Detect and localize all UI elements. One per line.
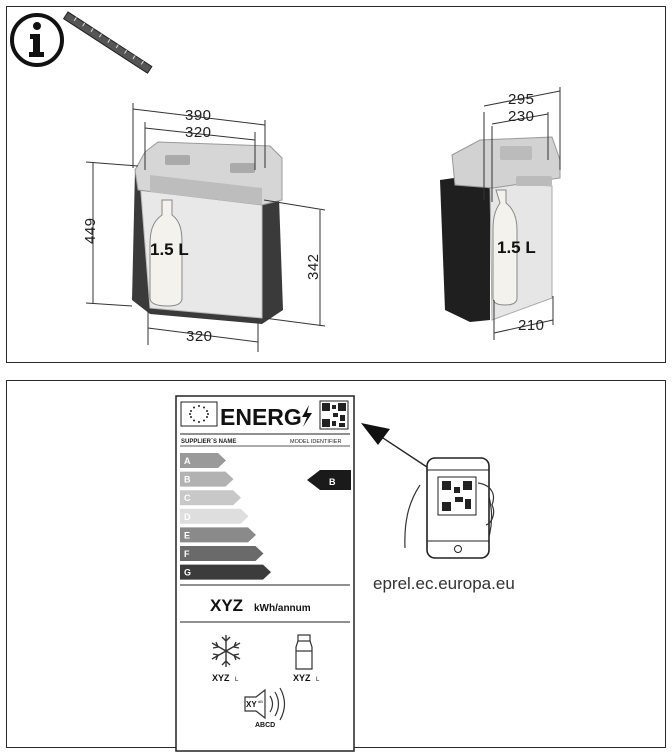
info-icon [10,13,64,67]
front-dimension-lines [85,103,326,352]
side-dimension-lines [483,87,561,340]
energy-class-arrow-c [180,490,241,506]
noise-value: XY [246,700,257,709]
arrow-icon [361,423,437,474]
side-depth-inner-value: 230 [508,108,535,125]
cooler-front-view [132,141,283,324]
front-height-value: 449 [82,217,99,244]
ruler-icon [62,11,153,74]
energy-class-letter-f: F [184,549,190,559]
energy-brand-text: ENERG [220,404,302,430]
energy-class-arrow-e [180,527,256,543]
qr-code-icon [319,400,349,430]
energy-class-arrow-a [180,453,226,468]
front-width-bottom-value: 320 [186,328,213,345]
model-identifier-label: MODEL IDENTIFIER [290,439,341,445]
smartphone-icon [404,457,495,559]
energy-class-letter-d: D [184,512,191,522]
bottle-volume-label-front: 1.5 L [150,240,189,259]
energy-class-arrow-b [180,471,234,487]
cooler-side-view [440,136,561,322]
side-depth-top-value: 295 [508,91,535,108]
fresh-volume-unit: L [316,677,320,683]
snowflake-icon [211,635,241,667]
energy-class-letter-e: E [184,530,190,540]
bottle-icon [295,634,313,670]
current-class-marker [307,470,351,490]
eu-flag-icon [180,401,218,427]
current-class-letter: B [329,477,336,487]
lightning-icon [302,405,312,427]
energy-value: XYZ [210,596,243,615]
speaker-icon [244,687,286,721]
front-inner-height-value: 342 [305,253,322,280]
supplier-name-label: SUPPLIER`S NAME [181,439,236,445]
energy-class-letter-a: A [184,456,191,466]
energy-class-arrow-g [180,564,271,580]
fresh-volume-value: XYZ [293,673,311,683]
dimensions-panel [6,6,666,363]
bottle-volume-label-side: 1.5 L [497,238,536,257]
noise-class-scale: ABCD [255,722,275,729]
energy-class-letter-g: G [184,568,191,578]
energy-class-letter-b: B [184,475,191,485]
front-width-inner-value: 320 [185,124,212,141]
noise-unit: dB [258,699,263,704]
energy-label-illustration: ENERG SUPPLIER`S NAME MODEL IDENTIFIER A… [175,395,495,752]
energy-unit: kWh/annum [254,603,311,614]
front-width-top-value: 390 [185,107,212,124]
energy-class-arrow-d [180,508,249,524]
freezer-volume-value: XYZ [212,673,230,683]
dimensions-illustration: 1.5 L 390 320 449 342 320 1.5 L [10,11,561,352]
freezer-volume-unit: L [235,677,239,683]
eprel-url-link[interactable]: eprel.ec.europa.eu [373,574,515,593]
energy-class-letter-c: C [184,493,191,503]
side-depth-bottom-value: 210 [518,317,545,334]
energy-class-arrow-f [180,546,264,561]
